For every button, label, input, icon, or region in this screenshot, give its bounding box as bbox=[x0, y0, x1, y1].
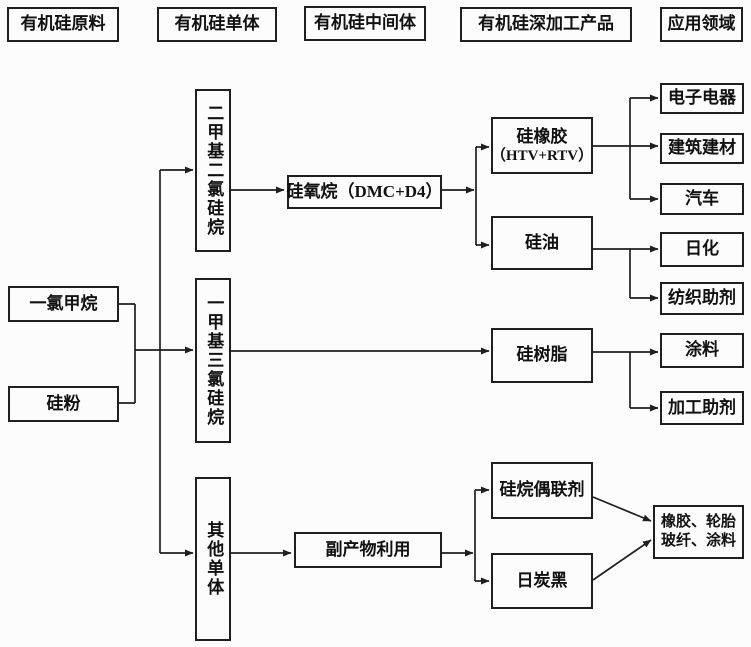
connector-resin-out bbox=[593, 351, 631, 408]
node-app-coatings: 涂料 bbox=[660, 333, 744, 368]
node-dimethyldichlorosilane-label: 二甲基二氯硅烷 bbox=[204, 104, 224, 237]
node-methyltrichlorosilane: 一甲基三氯硅烷 bbox=[195, 278, 231, 443]
node-silicone-rubber-line2: （HTV+RTV） bbox=[490, 147, 594, 164]
node-silicone-oil: 硅油 bbox=[491, 216, 593, 270]
column-header-intermediates: 有机硅中间体 bbox=[304, 6, 426, 41]
node-byproduct-utilization: 副产物利用 bbox=[294, 532, 442, 568]
node-silane-coupling-agent: 硅烷偶联剂 bbox=[491, 462, 593, 519]
node-app-rubber-tires: 橡胶、轮胎 玻纤、涂料 bbox=[653, 505, 744, 559]
column-header-raw-materials: 有机硅原料 bbox=[7, 7, 119, 42]
node-silicone-rubber: 硅橡胶 （HTV+RTV） bbox=[491, 117, 593, 174]
node-dimethyldichlorosilane: 二甲基二氯硅烷 bbox=[195, 89, 231, 252]
node-siloxane: 硅氧烷（DMC+D4） bbox=[286, 175, 443, 209]
column-header-processed-products: 有机硅深加工产品 bbox=[460, 7, 632, 42]
node-silicone-resin: 硅树脂 bbox=[491, 328, 593, 383]
connector-raw-merge bbox=[119, 303, 136, 404]
node-app-rubber-tires-line2: 玻纤、涂料 bbox=[660, 533, 736, 549]
node-silicone-rubber-line1: 硅橡胶 bbox=[516, 126, 568, 146]
node-carbon-black: 日炭黑 bbox=[491, 553, 593, 609]
node-silicon-powder: 硅粉 bbox=[8, 386, 119, 422]
node-app-electronics: 电子电器 bbox=[660, 83, 744, 114]
node-other-monomers-label: 其他单体 bbox=[204, 521, 224, 597]
connector-coupling-to-apps bbox=[592, 496, 652, 522]
node-app-construction: 建筑建材 bbox=[660, 133, 744, 164]
connector-carbonblack-to-apps bbox=[592, 539, 652, 581]
node-app-daily-chemicals: 日化 bbox=[660, 232, 744, 267]
column-header-monomers: 有机硅单体 bbox=[157, 7, 277, 42]
node-app-processing-aids: 加工助剂 bbox=[660, 391, 744, 425]
node-app-automobile: 汽车 bbox=[660, 183, 744, 215]
connector-rubber-out bbox=[593, 98, 631, 199]
node-other-monomers: 其他单体 bbox=[195, 477, 231, 641]
node-app-textile-auxiliaries: 纺织助剂 bbox=[660, 282, 744, 315]
connector-oil-out bbox=[593, 248, 631, 298]
column-header-applications: 应用领域 bbox=[660, 7, 743, 42]
node-methyl-chloride: 一氯甲烷 bbox=[8, 286, 119, 322]
node-methyltrichlorosilane-label: 一甲基三氯硅烷 bbox=[204, 294, 224, 427]
node-app-rubber-tires-line1: 橡胶、轮胎 bbox=[660, 514, 736, 531]
